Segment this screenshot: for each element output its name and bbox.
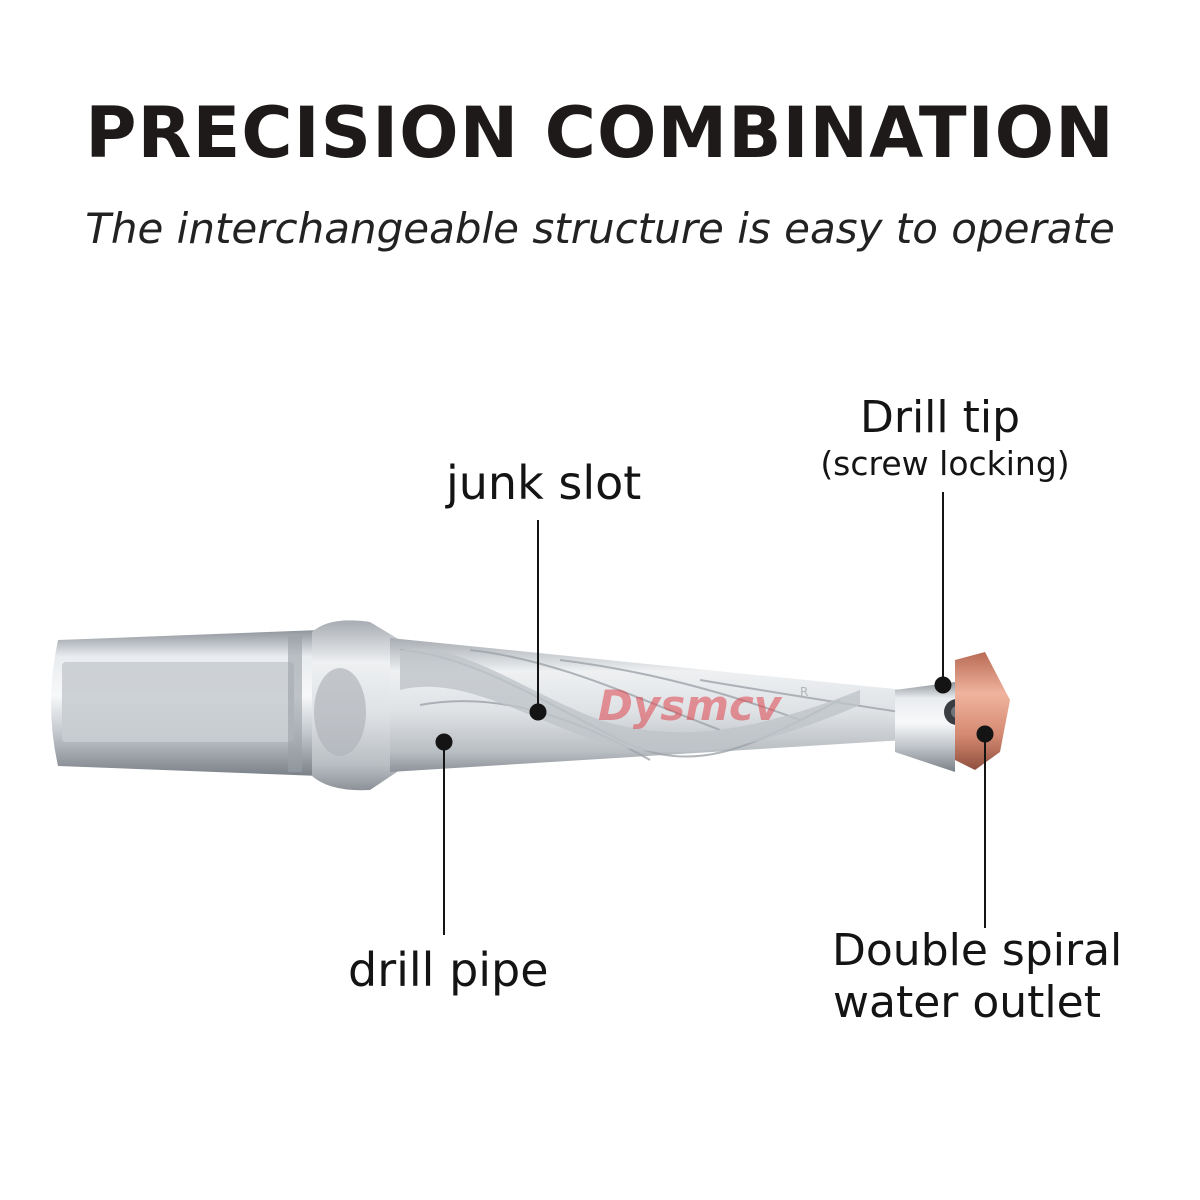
svg-text:R: R	[800, 685, 808, 699]
svg-text:Dysmcv: Dysmcv	[598, 681, 783, 730]
label-drill-tip: Drill tip	[859, 392, 1021, 443]
label-water-outlet-line2: water outlet	[833, 976, 1101, 1028]
label-water-outlet-line1: Double spiral	[832, 925, 1123, 976]
page-subtitle: The interchangeable structure is easy to…	[85, 204, 1115, 253]
label-junk-slot: junk slot	[446, 456, 642, 510]
drill-body	[390, 638, 905, 772]
junk-slot-groove	[400, 648, 860, 753]
drill-insert	[955, 652, 1010, 770]
label-water-outlet: Double spiral water outlet	[832, 925, 1123, 1029]
label-drill-tip-note: (screw locking)	[820, 444, 1070, 483]
page-title: PRECISION COMBINATION	[85, 92, 1115, 174]
brand-watermark: Dysmcv R	[598, 681, 808, 730]
label-drill-pipe: drill pipe	[348, 943, 549, 997]
drill-head	[895, 682, 955, 772]
callout-markers	[435, 492, 994, 935]
shank-flat	[62, 662, 294, 742]
